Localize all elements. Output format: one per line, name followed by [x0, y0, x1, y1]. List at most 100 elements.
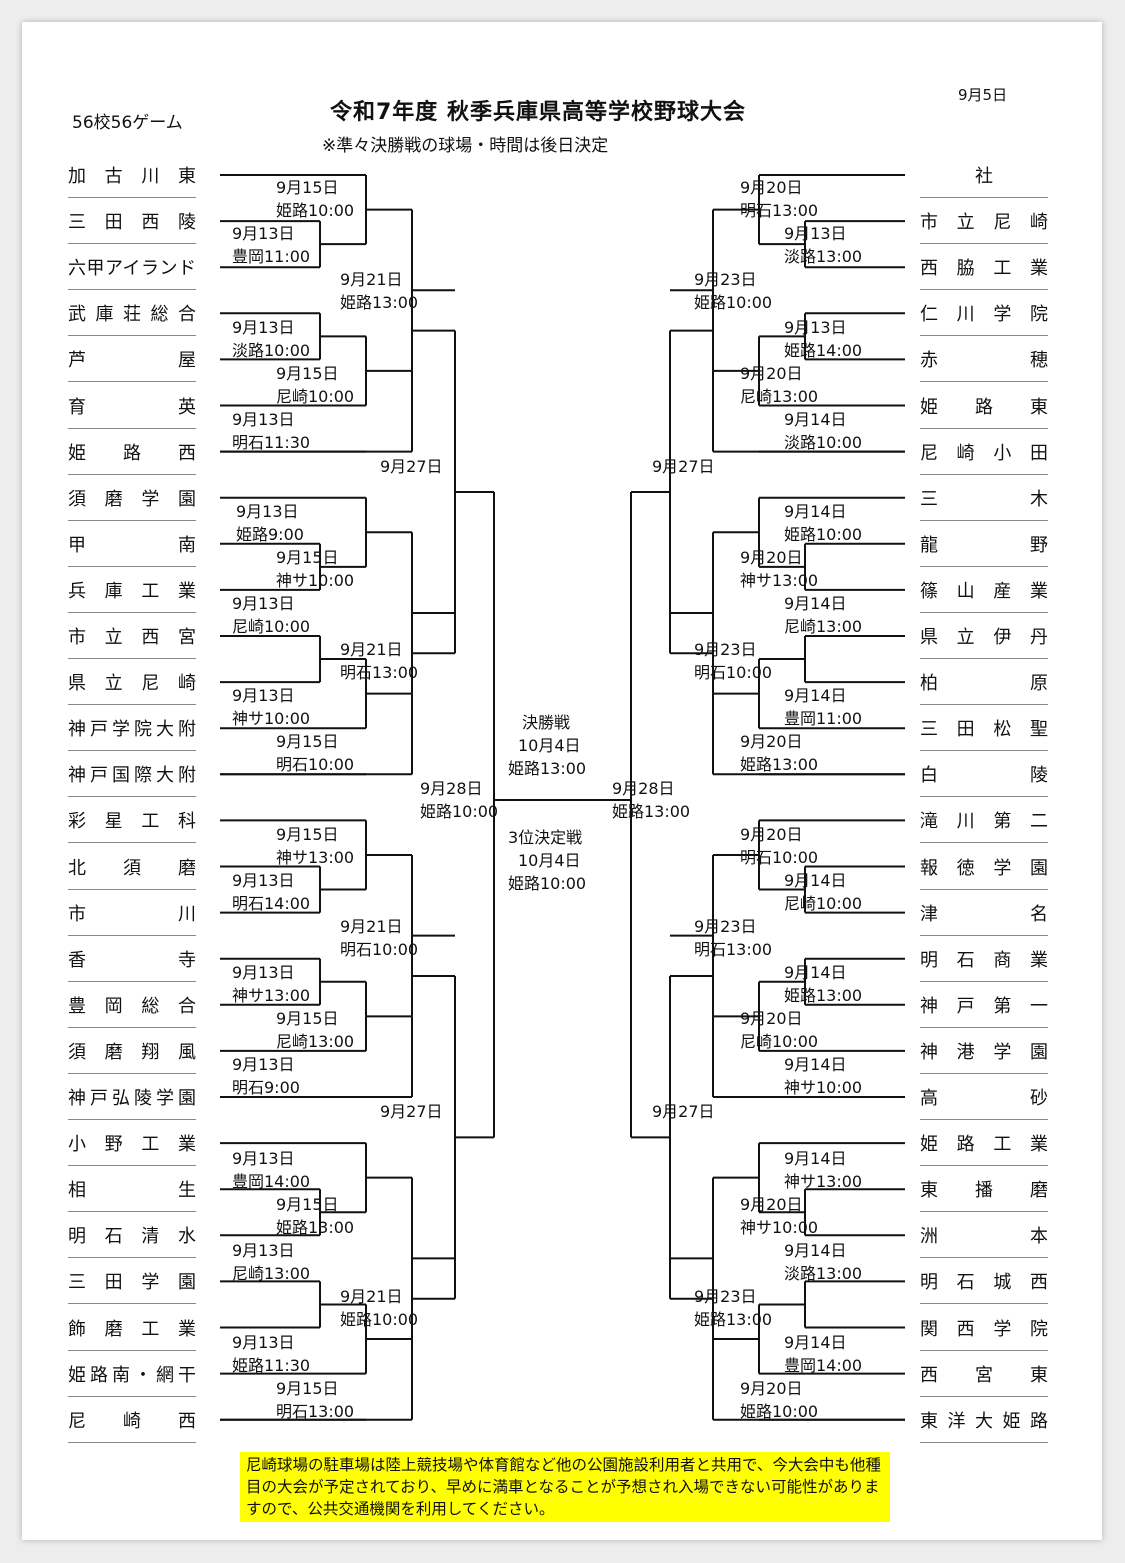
team-name: 小野工業	[68, 1134, 196, 1156]
team-name: 白陵	[920, 765, 1048, 787]
match-date: 9月27日	[380, 457, 443, 476]
team-name: 県立伊丹	[920, 627, 1048, 648]
team-underline	[68, 980, 196, 982]
match-date: 9月27日	[652, 1102, 715, 1121]
team-name: 香寺	[68, 949, 196, 971]
match-label-left-25: 9月13日姫路11:30	[232, 1331, 310, 1377]
match-date: 9月13日	[232, 1241, 295, 1260]
team-name: 神戸学院大附	[68, 719, 196, 741]
match-label-right-11: 9月14日豊岡11:00	[784, 684, 862, 730]
team-underline	[68, 565, 196, 567]
team-underline	[920, 750, 1048, 752]
match-label-left-7: 9月13日姫路9:00	[236, 500, 304, 546]
team-underline	[68, 1303, 196, 1305]
team-left-5: 育英	[68, 383, 196, 429]
team-right-26: 西宮東	[920, 1351, 1048, 1397]
match-venue-time: 尼崎13:00	[784, 617, 863, 636]
team-underline	[68, 934, 196, 936]
match-label-right-7: 9月14日姫路10:00	[784, 500, 862, 546]
team-underline	[68, 1119, 196, 1120]
match-date: 9月27日	[652, 457, 715, 476]
match-date: 9月20日	[740, 1379, 803, 1398]
team-underline	[68, 197, 196, 198]
match-venue-time: 豊岡14:00	[232, 1172, 311, 1191]
team-name: 赤穂	[920, 350, 1048, 372]
team-underline	[68, 888, 196, 890]
team-underline	[68, 335, 196, 337]
team-left-15: 北須磨	[68, 844, 196, 890]
final-venue: 姫路13:00	[508, 759, 587, 778]
match-date: 9月14日	[784, 594, 847, 613]
match-venue-time: 姫路10:00	[340, 1310, 419, 1329]
team-underline	[68, 473, 196, 475]
match-label-right-24: 9月23日姫路13:00	[694, 1285, 772, 1331]
match-date: 9月14日	[784, 963, 847, 982]
match-date: 9月15日	[276, 364, 339, 383]
match-date: 9月23日	[694, 270, 757, 289]
match-date: 9月13日	[236, 502, 299, 521]
match-venue-time: 淡路10:00	[784, 433, 863, 452]
team-underline	[920, 658, 1048, 659]
team-name: 篠山産業	[920, 580, 1048, 602]
match-date: 9月20日	[740, 1009, 803, 1028]
match-venue-time: 神サ10:00	[276, 571, 355, 590]
match-venue-time: 明石10:00	[694, 663, 773, 682]
team-name: 姫路工業	[920, 1134, 1048, 1156]
match-label-right-18: 9月20日尼崎10:00	[740, 1007, 818, 1053]
match-label-left-4: 9月15日尼崎10:00	[276, 362, 354, 408]
team-name: 六甲アイランド	[68, 258, 196, 280]
team-name: 飾磨工業	[68, 1318, 196, 1340]
team-left-25: 飾磨工業	[68, 1305, 196, 1351]
match-label-right-9: 9月14日尼崎13:00	[784, 592, 862, 638]
page-subtitle: ※準々決勝戦の球場・時間は後日決定	[322, 136, 609, 156]
team-left-8: 甲南	[68, 521, 196, 567]
match-date: 9月13日	[232, 1149, 295, 1168]
match-label-left-15: 9月13日明石14:00	[232, 869, 310, 915]
team-underline	[920, 704, 1048, 706]
team-right-1: 市立尼崎	[920, 198, 1048, 244]
team-name: 尼崎小田	[920, 442, 1048, 464]
match-venue-time: 神サ13:00	[740, 571, 819, 590]
team-underline	[920, 243, 1048, 245]
team-name: 三木	[920, 488, 1048, 510]
match-venue-time: 明石13:00	[340, 663, 419, 682]
team-name: 神戸弘陵学園	[68, 1088, 196, 1109]
match-venue-time: 姫路10:00	[784, 525, 863, 544]
match-label-right-25: 9月14日豊岡14:00	[784, 1331, 862, 1377]
team-left-17: 香寺	[68, 936, 196, 982]
match-date: 9月14日	[784, 1055, 847, 1074]
team-name: 須磨翔風	[68, 1041, 196, 1063]
team-right-14: 滝川第二	[920, 797, 1048, 843]
match-label-right-22: 9月20日神サ10:00	[740, 1193, 818, 1239]
team-name: 明石商業	[920, 949, 1048, 971]
match-date: 9月13日	[232, 1333, 295, 1352]
team-name: 仁川学院	[920, 304, 1048, 326]
team-underline	[920, 842, 1048, 844]
team-left-18: 豊岡総合	[68, 982, 196, 1028]
team-underline	[68, 704, 196, 706]
team-underline	[920, 1257, 1048, 1259]
match-venue-time: 神サ13:00	[784, 1172, 863, 1191]
team-name: 姫路南・網干	[68, 1364, 196, 1386]
match-venue-time: 尼崎10:00	[784, 894, 863, 913]
team-name: 津名	[920, 903, 1048, 925]
match-label-right-0: 9月20日明石13:00	[740, 176, 818, 222]
match-label-right-20: 9月27日	[652, 1100, 715, 1123]
match-date: 9月14日	[784, 1241, 847, 1260]
team-name: 高砂	[920, 1088, 1048, 1109]
team-left-24: 三田学園	[68, 1258, 196, 1304]
team-underline	[920, 1303, 1048, 1305]
match-label-right-16: 9月23日明石13:00	[694, 915, 772, 961]
match-date: 9月23日	[694, 1287, 757, 1306]
team-underline	[920, 934, 1048, 936]
team-underline	[920, 980, 1048, 982]
match-venue-time: 尼崎13:00	[276, 1032, 355, 1051]
team-name: 相生	[68, 1180, 196, 1202]
team-right-23: 洲本	[920, 1212, 1048, 1258]
team-left-3: 武庫荘総合	[68, 290, 196, 336]
match-date: 9月21日	[340, 1287, 403, 1306]
match-label-right-10: 9月23日明石10:00	[694, 638, 772, 684]
match-venue-time: 神サ13:00	[276, 848, 355, 867]
team-name: 甲南	[68, 534, 196, 556]
match-venue-time: 姫路10:00	[276, 201, 355, 220]
